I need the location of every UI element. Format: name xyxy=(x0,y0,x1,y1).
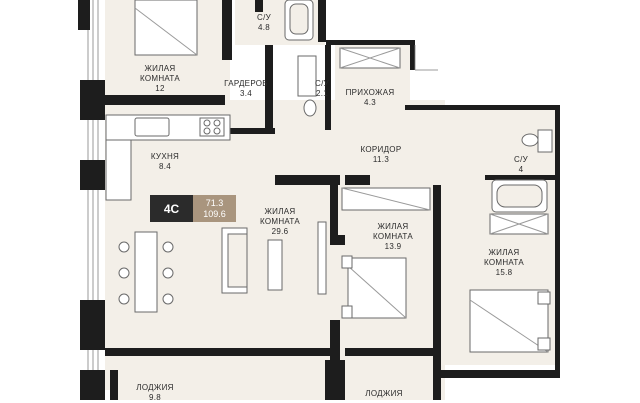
walls xyxy=(78,0,560,400)
room-name: ЛОДЖИЯ xyxy=(365,389,403,398)
room-name: С/У xyxy=(257,13,271,22)
room-name-line1: ЖИЛАЯ xyxy=(377,222,409,231)
room-area: 29.6 xyxy=(271,227,289,236)
room-area: 8.4 xyxy=(158,162,172,171)
apartment-areas: 71.3 109.6 xyxy=(193,195,236,222)
area-living: 71.3 xyxy=(205,197,224,208)
room-name-line1: ЖИЛАЯ xyxy=(144,64,176,73)
stove xyxy=(199,117,225,137)
room-area: 12 xyxy=(155,84,165,93)
kitchen-sink xyxy=(134,117,170,137)
room-label-living-right: ЖИЛАЯ КОМНАТА 15.8 xyxy=(484,248,524,278)
room-label-bath-top: С/У 4.8 xyxy=(257,13,271,33)
room-name-line1: ЖИЛАЯ xyxy=(264,207,296,216)
room-name: С/У xyxy=(315,79,329,88)
room-area: 11.3 xyxy=(372,155,390,164)
room-area: 9.8 xyxy=(148,393,162,402)
room-label-wardrobe: ГАРДЕРОБ 3.4 xyxy=(224,79,268,99)
room-label-corridor: КОРИДОР 11.3 xyxy=(361,145,402,165)
room-name-line1: ЖИЛАЯ xyxy=(488,248,520,257)
shower-small xyxy=(297,55,317,97)
bed-right xyxy=(469,289,549,353)
bed-mid xyxy=(347,257,407,319)
room-label-wc-small: С/У 2.1 xyxy=(315,79,329,99)
room-name: ЛОДЖИЯ xyxy=(136,383,174,392)
room-area: 4 xyxy=(518,165,524,174)
room-area: 4.8 xyxy=(257,23,271,32)
fridge xyxy=(105,139,132,201)
room-label-loggia-left: ЛОДЖИЯ 9.8 xyxy=(136,383,173,403)
room-name: ПРИХОЖАЯ xyxy=(345,88,395,97)
room-name: С/У xyxy=(514,155,528,164)
fixtures xyxy=(105,0,553,353)
room-label-hall: ПРИХОЖАЯ 4.3 xyxy=(346,88,395,108)
door-swings xyxy=(414,45,438,71)
room-name-line2: КОМНАТА xyxy=(259,217,301,226)
dining-table xyxy=(134,231,158,313)
coffee-table xyxy=(267,239,283,291)
room-area: 3.4 xyxy=(239,89,253,98)
sink-right xyxy=(537,129,553,153)
bed-top xyxy=(134,0,198,56)
toilet-small xyxy=(303,99,317,117)
apartment-code: 4С xyxy=(150,195,193,222)
room-area: 15.8 xyxy=(495,268,513,277)
toilet-right xyxy=(521,133,539,147)
room-label-living-main: ЖИЛАЯ КОМНАТА 29.6 xyxy=(260,207,300,237)
room-name-line2: КОМНАТА xyxy=(483,258,525,267)
tv-unit xyxy=(317,221,327,295)
room-label-loggia-mid: ЛОДЖИЯ xyxy=(365,389,402,399)
room-label-living-mid: ЖИЛАЯ КОМНАТА 13.9 xyxy=(373,222,413,252)
room-area: 13.9 xyxy=(384,242,402,251)
room-name: КОРИДОР xyxy=(360,145,402,154)
room-area: 4.3 xyxy=(363,98,377,107)
room-name: ГАРДЕРОБ xyxy=(224,79,268,88)
room-label-bath-right: С/У 4 xyxy=(514,155,528,175)
room-label-kitchen: КУХНЯ 8.4 xyxy=(151,152,179,172)
room-label-living-top: ЖИЛАЯ КОМНАТА 12 xyxy=(140,64,180,94)
room-name: КУХНЯ xyxy=(150,152,180,161)
room-area: 2.1 xyxy=(315,89,329,98)
apartment-badge: 4С 71.3 109.6 xyxy=(150,195,236,222)
room-name-line2: КОМНАТА xyxy=(372,232,414,241)
area-total: 109.6 xyxy=(203,208,226,219)
room-name-line2: КОМНАТА xyxy=(139,74,181,83)
